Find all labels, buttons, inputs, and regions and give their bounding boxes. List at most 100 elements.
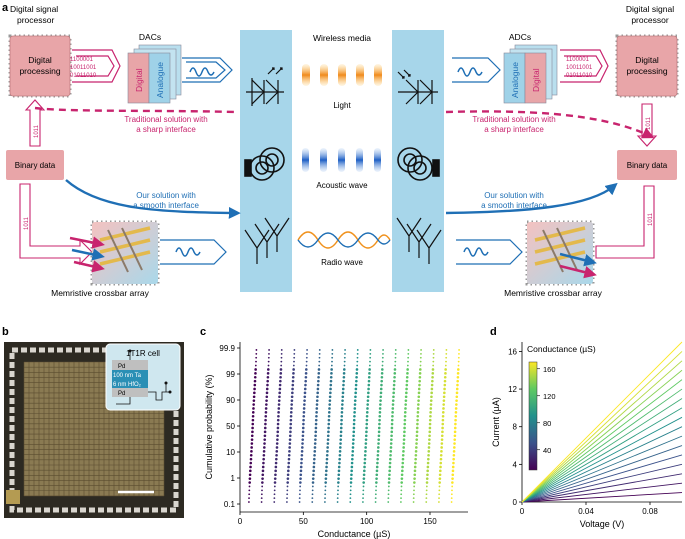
c-point: [419, 364, 422, 367]
c-point: [429, 403, 433, 406]
c-point: [330, 368, 333, 371]
c-point: [439, 457, 443, 461]
c-point: [425, 485, 428, 488]
d-iv-line: [521, 482, 683, 503]
c-point: [414, 453, 418, 457]
c-point: [314, 426, 318, 430]
c-point: [303, 387, 307, 391]
right-bits-2: 10011001: [566, 65, 593, 71]
c-point: [265, 391, 269, 395]
c-point: [306, 349, 308, 351]
c-point: [450, 493, 453, 496]
c-point: [352, 426, 356, 430]
c-point: [273, 501, 276, 503]
c-point: [387, 501, 390, 503]
c-point: [416, 418, 419, 422]
c-point: [393, 372, 397, 375]
layer-bottom-pd: Pd: [118, 391, 125, 397]
c-point: [338, 453, 342, 457]
c-point: [414, 457, 417, 461]
c-xtick-label: 0: [238, 517, 243, 526]
c-point: [350, 469, 353, 473]
c-point: [325, 465, 328, 469]
c-point: [426, 473, 429, 477]
c-point: [377, 446, 380, 449]
c-point: [430, 383, 434, 387]
c-point: [427, 450, 431, 453]
d-colorbar-tick-label: 40: [543, 446, 551, 455]
c-point: [275, 442, 279, 445]
right-digital-arrow: [560, 49, 609, 83]
c-point: [301, 426, 305, 430]
c-point: [286, 497, 288, 500]
c-point: [338, 450, 342, 453]
c-point: [250, 438, 254, 441]
c-point: [456, 379, 459, 383]
c-point: [302, 407, 306, 410]
c-point: [353, 407, 357, 410]
c-point: [365, 426, 368, 430]
c-point: [274, 461, 278, 465]
c-point: [305, 360, 308, 363]
antenna-receive-icon: [396, 217, 442, 264]
c-point: [255, 349, 258, 351]
c-point: [312, 465, 316, 469]
c-point: [340, 411, 344, 414]
c-point: [311, 477, 315, 480]
c-point: [376, 461, 379, 465]
c-point: [415, 434, 419, 438]
right-processor-label2: processing: [626, 66, 667, 76]
c-point: [273, 497, 276, 500]
c-point: [442, 403, 445, 406]
c-point: [351, 453, 354, 457]
c-point: [362, 501, 364, 503]
c-point: [354, 395, 357, 399]
c-point: [420, 352, 422, 355]
c-point: [454, 407, 458, 410]
c-point: [275, 450, 279, 453]
c-point: [337, 481, 340, 484]
c-point: [418, 372, 422, 375]
c-point: [252, 407, 255, 410]
cell-inset: 1T1R cell Pd 100 nm Ta 6 nm HfO₂ Pd: [105, 343, 181, 411]
c-point: [293, 356, 296, 359]
c-point: [417, 395, 421, 399]
c-point: [340, 414, 344, 418]
c-point: [454, 422, 457, 426]
c-point: [342, 379, 345, 383]
c-point: [352, 430, 356, 434]
c-point: [406, 368, 409, 371]
c-point: [337, 489, 339, 492]
right-binary-data-label: Binary data: [627, 161, 668, 170]
c-point: [289, 414, 293, 418]
c-point: [431, 375, 434, 379]
c-point: [428, 422, 432, 426]
c-point: [304, 372, 308, 375]
c-point: [325, 469, 328, 473]
c-point: [286, 485, 289, 488]
d-ytick-label: 12: [508, 385, 517, 394]
c-point: [440, 450, 443, 453]
layer-ta: 100 nm Ta: [113, 373, 142, 379]
c-point: [314, 422, 318, 426]
c-point: [430, 387, 434, 391]
c-point: [279, 375, 282, 379]
c-point: [451, 465, 455, 469]
c-point: [331, 349, 334, 351]
c-point: [405, 379, 409, 383]
c-point: [369, 352, 372, 355]
c-point: [390, 418, 394, 422]
corner-pad: [6, 490, 20, 504]
c-point: [427, 453, 430, 457]
c-point: [407, 360, 409, 363]
c-point: [253, 391, 256, 395]
c-point: [394, 364, 397, 367]
c-point: [280, 352, 283, 355]
c-point: [302, 422, 305, 426]
c-point: [363, 453, 367, 457]
layer-hfo2: 6 nm HfO₂: [113, 382, 142, 388]
d-iv-line: [521, 445, 683, 503]
d-xtick-label: 0: [520, 507, 525, 516]
d-iv-line: [521, 492, 683, 503]
